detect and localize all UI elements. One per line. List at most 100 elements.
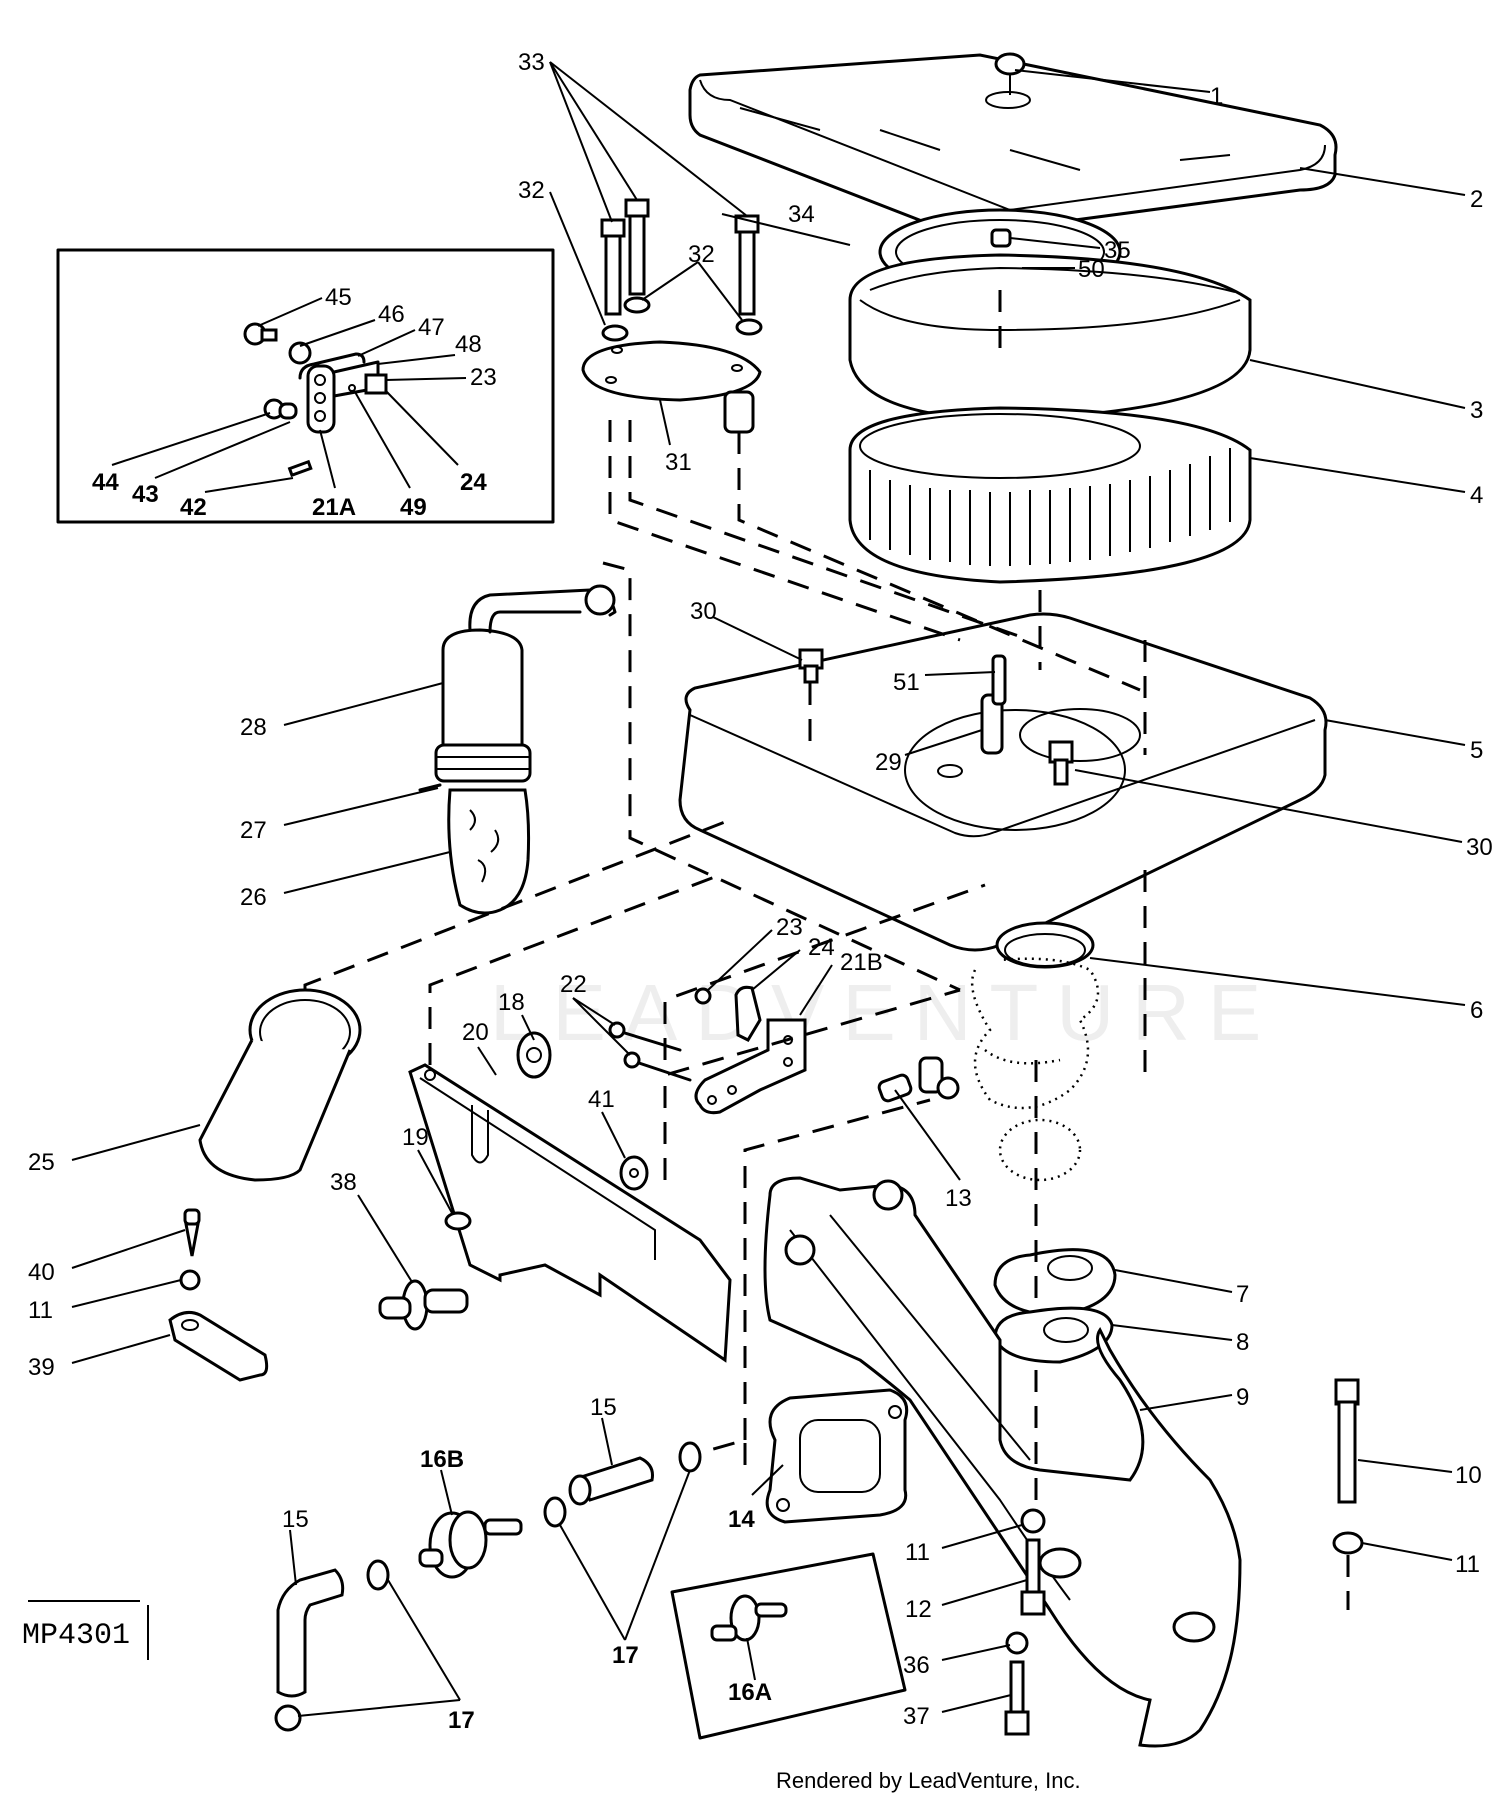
- callout-16A[interactable]: 16A: [728, 1679, 772, 1706]
- callout-17-right[interactable]: 17: [612, 1642, 639, 1669]
- callout-12[interactable]: 12: [905, 1596, 932, 1623]
- part-31-plate[interactable]: [581, 340, 762, 434]
- part-30-cap-screw[interactable]: [1048, 740, 1074, 786]
- callout-38[interactable]: 38: [330, 1169, 357, 1196]
- part-16A-check-valve[interactable]: [710, 1594, 788, 1642]
- part-11-lock-washer[interactable]: [1332, 1531, 1364, 1555]
- callout-33[interactable]: 33: [518, 49, 545, 76]
- callout-10[interactable]: 10: [1455, 1462, 1482, 1489]
- part-41-nut[interactable]: [619, 1155, 649, 1191]
- callout-1[interactable]: 1: [1210, 83, 1223, 110]
- part-40-screw[interactable]: [183, 1208, 201, 1257]
- part-38-fitting[interactable]: [378, 1279, 469, 1331]
- part-39-clip[interactable]: [168, 1310, 269, 1382]
- part-15-elbow-hose[interactable]: [276, 1568, 345, 1698]
- part-26-breather-element[interactable]: [447, 788, 531, 915]
- callout-21B[interactable]: 21B: [840, 949, 883, 976]
- callout-14[interactable]: 14: [728, 1506, 755, 1533]
- part-5-air-cleaner-base[interactable]: [678, 612, 1328, 952]
- callout-44[interactable]: 44: [92, 469, 119, 496]
- part-20-bracket[interactable]: [408, 1063, 732, 1363]
- callout-41[interactable]: 41: [588, 1086, 615, 1113]
- part-32-washer[interactable]: [735, 318, 763, 336]
- part-14-gasket[interactable]: [765, 1388, 909, 1524]
- callout-19[interactable]: 19: [402, 1124, 429, 1151]
- part-11-lock-washer[interactable]: [179, 1269, 201, 1291]
- part-45-screw[interactable]: [243, 322, 278, 346]
- callout-26[interactable]: 26: [240, 884, 267, 911]
- callout-24[interactable]: 24: [808, 934, 835, 961]
- callout-28[interactable]: 28: [240, 714, 267, 741]
- callout-15-left[interactable]: 15: [282, 1506, 309, 1533]
- part-12-cap-screw[interactable]: [1020, 1538, 1046, 1616]
- part-10-cap-screw[interactable]: [1334, 1378, 1360, 1504]
- part-37-cap-screw[interactable]: [1004, 1660, 1030, 1736]
- callout-20[interactable]: 20: [462, 1019, 489, 1046]
- part-30-cap-screw[interactable]: [798, 648, 824, 684]
- callout-6[interactable]: 6: [1470, 997, 1483, 1024]
- part-2-air-cleaner-cover[interactable]: [688, 53, 1338, 232]
- part-8-gasket[interactable]: [993, 1306, 1114, 1364]
- callout-11-center[interactable]: 11: [905, 1539, 930, 1566]
- callout-8[interactable]: 8: [1236, 1329, 1249, 1356]
- callout-43[interactable]: 43: [132, 481, 159, 508]
- callout-39[interactable]: 39: [28, 1354, 55, 1381]
- callout-16B[interactable]: 16B: [420, 1446, 464, 1473]
- part-11-lock-washer[interactable]: [1020, 1508, 1046, 1534]
- callout-35[interactable]: 35: [1104, 237, 1131, 264]
- callout-30-right[interactable]: 30: [1466, 834, 1493, 861]
- callout-30-left[interactable]: 30: [690, 598, 717, 625]
- callout-50[interactable]: 50: [1078, 256, 1105, 283]
- part-24-cable-clamp[interactable]: [734, 985, 762, 1042]
- callout-36[interactable]: 36: [903, 1652, 930, 1679]
- callout-23-inset[interactable]: 23: [470, 364, 497, 391]
- part-36-lock-washer[interactable]: [1005, 1631, 1029, 1655]
- callout-18[interactable]: 18: [498, 989, 525, 1016]
- part-44-nut[interactable]: [263, 398, 298, 420]
- part-32-washer[interactable]: [601, 324, 629, 342]
- part-3-pre-cleaner[interactable]: [848, 253, 1252, 422]
- callout-32-center[interactable]: 32: [688, 241, 715, 268]
- callout-11-right[interactable]: 11: [1455, 1551, 1480, 1578]
- callout-2[interactable]: 2: [1470, 186, 1483, 213]
- part-46-clip[interactable]: [288, 341, 312, 365]
- part-25-intake-tube[interactable]: [198, 988, 362, 1182]
- part-27-clamp[interactable]: [418, 743, 532, 792]
- part-6-gasket-ring[interactable]: [995, 921, 1095, 969]
- part-17-hose-clamp[interactable]: [678, 1441, 702, 1473]
- part-51-stud[interactable]: [991, 654, 1007, 706]
- part-32-washer[interactable]: [623, 296, 651, 314]
- callout-31[interactable]: 31: [665, 449, 692, 476]
- callout-32-left[interactable]: 32: [518, 177, 545, 204]
- part-22-cap-screws[interactable]: [608, 1021, 692, 1082]
- callout-7[interactable]: 7: [1236, 1281, 1249, 1308]
- callout-3[interactable]: 3: [1470, 397, 1483, 424]
- callout-24-inset[interactable]: 24: [460, 469, 487, 496]
- part-1-wing-nut[interactable]: [985, 52, 1031, 109]
- callout-49[interactable]: 49: [400, 494, 427, 521]
- part-18-nut[interactable]: [516, 1031, 552, 1079]
- callout-4[interactable]: 4: [1470, 482, 1483, 509]
- callout-34[interactable]: 34: [788, 201, 815, 228]
- part-7-gasket[interactable]: [993, 1248, 1117, 1317]
- part-42-pin[interactable]: [287, 459, 313, 478]
- callout-5[interactable]: 5: [1470, 737, 1483, 764]
- callout-13[interactable]: 13: [945, 1185, 972, 1212]
- part-17-hose-clamp[interactable]: [274, 1704, 302, 1732]
- part-33-cap-screws[interactable]: [600, 198, 760, 316]
- part-23-screw[interactable]: [694, 987, 712, 1005]
- callout-9[interactable]: 9: [1236, 1384, 1249, 1411]
- callout-27[interactable]: 27: [240, 817, 267, 844]
- callout-25[interactable]: 25: [28, 1149, 55, 1176]
- callout-22[interactable]: 22: [560, 971, 587, 998]
- part-28-breather-tube[interactable]: [441, 584, 617, 747]
- callout-21A[interactable]: 21A: [312, 494, 356, 521]
- callout-29[interactable]: 29: [875, 749, 902, 776]
- callout-15-right[interactable]: 15: [590, 1394, 617, 1421]
- part-17-hose-clamp[interactable]: [366, 1559, 390, 1591]
- callout-45[interactable]: 45: [325, 284, 352, 311]
- callout-47[interactable]: 47: [418, 314, 445, 341]
- callout-42[interactable]: 42: [180, 494, 207, 521]
- callout-51[interactable]: 51: [893, 669, 920, 696]
- callout-17-left[interactable]: 17: [448, 1707, 475, 1734]
